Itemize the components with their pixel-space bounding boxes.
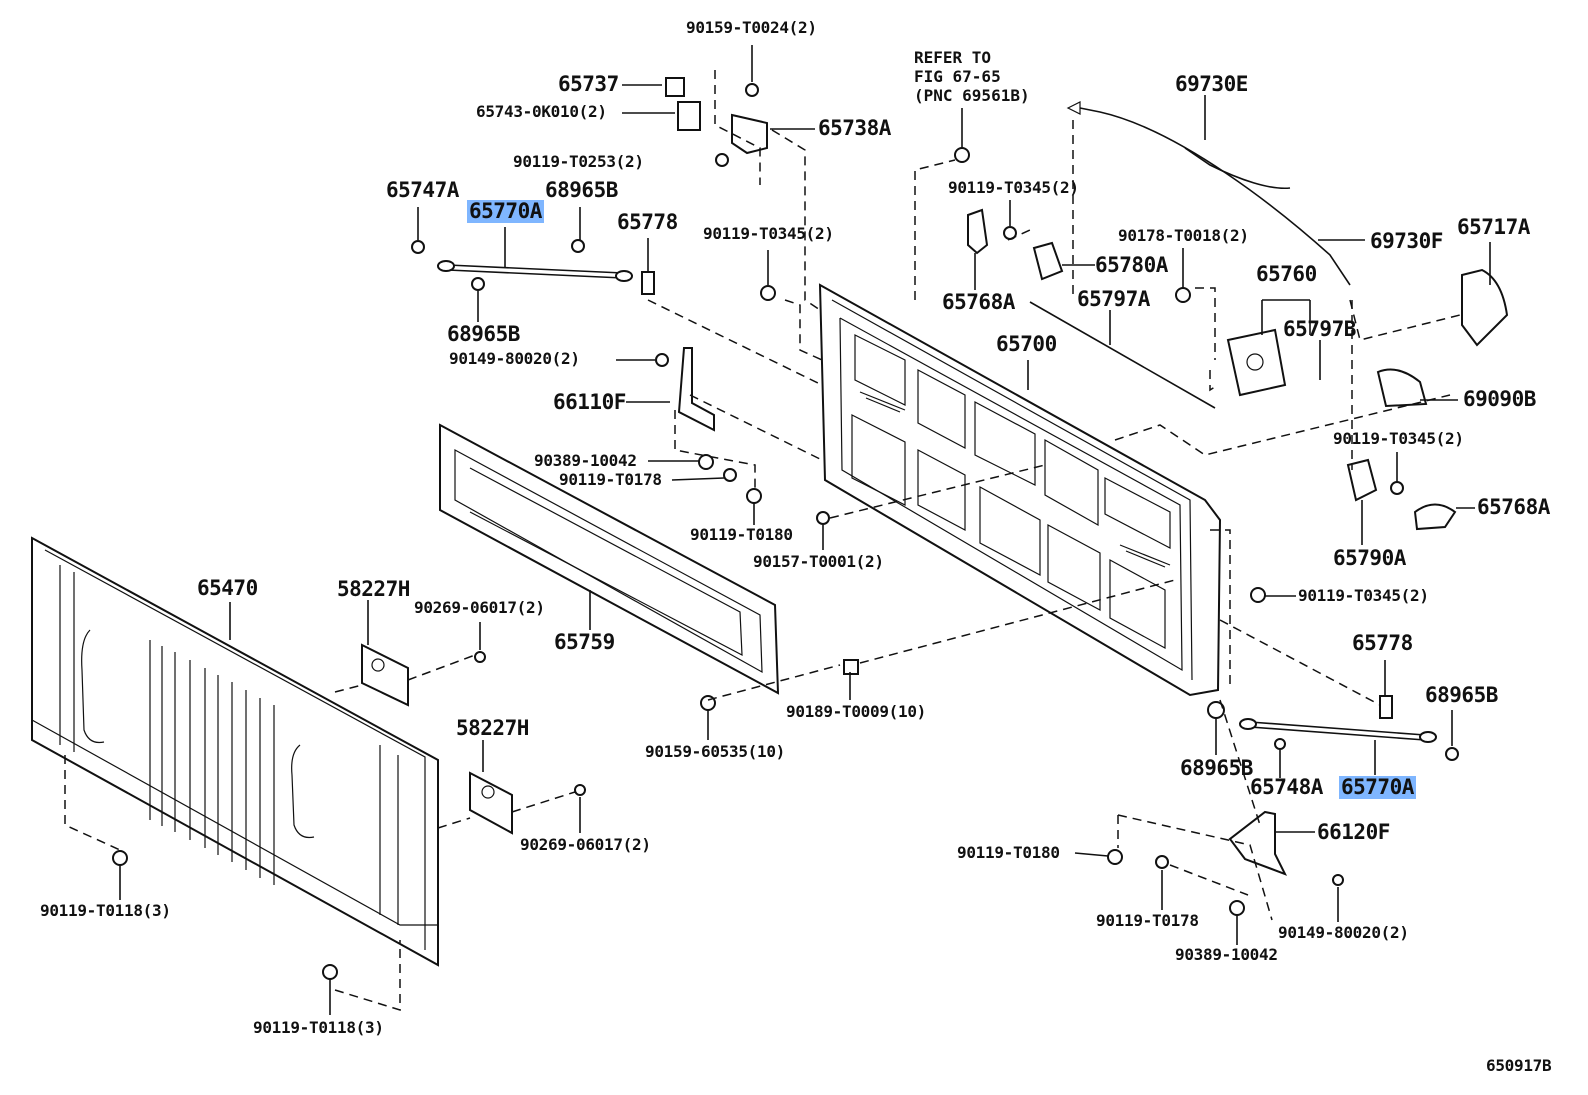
label-65717a[interactable]: 65717A bbox=[1457, 215, 1530, 239]
label-65797b[interactable]: 65797B bbox=[1283, 317, 1356, 341]
label-90119-t0253[interactable]: 90119-T0253(2) bbox=[513, 152, 644, 171]
label-90159-t0024[interactable]: 90159-T0024(2) bbox=[686, 18, 817, 37]
reference-note-line1: REFER TO bbox=[914, 48, 992, 67]
tailgate-outer-panel bbox=[31, 536, 439, 967]
tailgate-gasket-panel bbox=[439, 423, 780, 695]
label-90119-t0345-c[interactable]: 90119-T0345(2) bbox=[1333, 429, 1464, 448]
label-68965b-right[interactable]: 68965B bbox=[1425, 683, 1498, 707]
label-90119-t0345-d[interactable]: 90119-T0345(2) bbox=[1298, 586, 1429, 605]
label-90178-t0018[interactable]: 90178-T0018(2) bbox=[1118, 226, 1249, 245]
label-90119-t0178-b[interactable]: 90119-T0178 bbox=[1096, 911, 1199, 930]
hinge-65738a bbox=[731, 113, 768, 155]
label-65737[interactable]: 65737 bbox=[558, 72, 619, 96]
label-69730e[interactable]: 69730E bbox=[1175, 72, 1248, 96]
label-65778-top[interactable]: 65778 bbox=[617, 210, 678, 234]
label-90269-06017-a[interactable]: 90269-06017(2) bbox=[414, 598, 545, 617]
striker-65768a-right bbox=[1413, 503, 1457, 531]
label-66120f[interactable]: 66120F bbox=[1317, 820, 1390, 844]
label-65743-0k010[interactable]: 65743-0K010(2) bbox=[476, 102, 607, 121]
label-90119-t0180-a[interactable]: 90119-T0180 bbox=[690, 525, 793, 544]
label-90149-80020-b[interactable]: 90149-80020(2) bbox=[1278, 923, 1409, 942]
leader-lines bbox=[119, 45, 1491, 1015]
label-90157-t0001[interactable]: 90157-T0001(2) bbox=[753, 552, 884, 571]
label-69090b[interactable]: 69090B bbox=[1463, 387, 1536, 411]
label-90119-t0178-a[interactable]: 90119-T0178 bbox=[559, 470, 662, 489]
label-65768a-top[interactable]: 65768A bbox=[942, 290, 1015, 314]
label-65738a[interactable]: 65738A bbox=[818, 116, 891, 140]
label-69730f[interactable]: 69730F bbox=[1370, 229, 1443, 253]
label-65778-bottom[interactable]: 65778 bbox=[1352, 631, 1413, 655]
cover-65717a bbox=[1461, 268, 1509, 347]
handle-69090b bbox=[1376, 368, 1428, 408]
label-65797a[interactable]: 65797A bbox=[1077, 287, 1150, 311]
tailgate-inner-panel bbox=[818, 283, 1222, 697]
label-90389-10042-b[interactable]: 90389-10042 bbox=[1175, 945, 1278, 964]
bracket-66110f bbox=[677, 347, 715, 432]
reference-note-line3: (PNC 69561B) bbox=[914, 86, 1030, 105]
reference-note-line2: FIG 67-65 bbox=[914, 67, 1001, 86]
label-65759[interactable]: 65759 bbox=[554, 630, 615, 654]
label-65748a[interactable]: 65748A bbox=[1250, 775, 1323, 799]
label-65747a[interactable]: 65747A bbox=[386, 178, 459, 202]
label-65770a-bottom[interactable]: 65770A bbox=[1339, 775, 1416, 799]
lock-65780a bbox=[1032, 241, 1064, 281]
label-90159-60535[interactable]: 90159-60535(10) bbox=[645, 742, 785, 761]
plate-58227h-bottom bbox=[469, 771, 513, 835]
label-58227h-bottom[interactable]: 58227H bbox=[456, 716, 529, 740]
figure-code: 650917B bbox=[1486, 1056, 1552, 1075]
label-68965b-mid[interactable]: 68965B bbox=[447, 322, 520, 346]
label-90119-t0118-a[interactable]: 90119-T0118(3) bbox=[40, 901, 171, 920]
fasteners bbox=[112, 77, 1459, 980]
lock-assembly bbox=[1226, 328, 1287, 397]
label-65770a-top[interactable]: 65770A bbox=[467, 199, 544, 223]
plate-58227h-top bbox=[361, 643, 409, 707]
label-65470[interactable]: 65470 bbox=[197, 576, 258, 600]
label-65790a[interactable]: 65790A bbox=[1333, 546, 1406, 570]
bracket-66120f bbox=[1228, 810, 1288, 876]
label-65760[interactable]: 65760 bbox=[1256, 262, 1317, 286]
label-90119-t0180-b[interactable]: 90119-T0180 bbox=[957, 843, 1060, 862]
striker-65768a-top bbox=[967, 208, 989, 255]
label-66110f[interactable]: 66110F bbox=[553, 390, 626, 414]
control-rod bbox=[1029, 301, 1216, 409]
label-65768a-right[interactable]: 65768A bbox=[1477, 495, 1550, 519]
label-65780a[interactable]: 65780A bbox=[1095, 253, 1168, 277]
label-90149-80020-a[interactable]: 90149-80020(2) bbox=[449, 349, 580, 368]
label-90269-06017-b[interactable]: 90269-06017(2) bbox=[520, 835, 651, 854]
label-90189-t0009[interactable]: 90189-T0009(10) bbox=[786, 702, 926, 721]
label-90119-t0345-a[interactable]: 90119-T0345(2) bbox=[703, 224, 834, 243]
lock-65790a bbox=[1346, 458, 1378, 502]
label-90119-t0345-b[interactable]: 90119-T0345(2) bbox=[948, 178, 1079, 197]
label-90389-10042-a[interactable]: 90389-10042 bbox=[534, 451, 637, 470]
release-cable bbox=[1066, 101, 1351, 286]
label-65700[interactable]: 65700 bbox=[996, 332, 1057, 356]
label-90119-t0118-b[interactable]: 90119-T0118(3) bbox=[253, 1018, 384, 1037]
reference-note: REFER TO FIG 67-65 (PNC 69561B) bbox=[914, 48, 1030, 105]
support-rod-bottom bbox=[1239, 718, 1437, 743]
support-rod-top bbox=[437, 260, 633, 282]
label-68965b-bottom[interactable]: 68965B bbox=[1180, 756, 1253, 780]
label-68965b-top[interactable]: 68965B bbox=[545, 178, 618, 202]
label-58227h-top[interactable]: 58227H bbox=[337, 577, 410, 601]
alignment-lines bbox=[64, 70, 1461, 1012]
